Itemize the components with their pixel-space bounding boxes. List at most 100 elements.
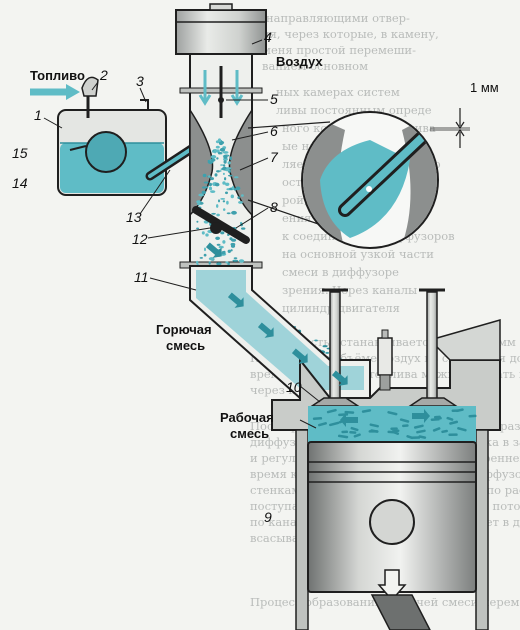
swirl-mark bbox=[326, 408, 337, 414]
droplet bbox=[222, 164, 226, 167]
droplet bbox=[208, 186, 213, 191]
label-3: 3 bbox=[136, 73, 144, 89]
droplet bbox=[201, 231, 205, 235]
droplet bbox=[229, 156, 232, 160]
label-4: 4 bbox=[264, 29, 272, 45]
droplet bbox=[222, 181, 226, 185]
droplet bbox=[203, 181, 209, 184]
background-text-line: меня простой перемеши- bbox=[262, 43, 416, 57]
droplet bbox=[226, 200, 229, 205]
droplet bbox=[216, 157, 219, 160]
droplet bbox=[220, 164, 224, 166]
swirl-mark bbox=[318, 422, 327, 427]
droplet bbox=[223, 154, 228, 159]
droplet bbox=[201, 190, 206, 194]
air-arrow-left bbox=[198, 70, 212, 106]
droplet bbox=[226, 212, 231, 215]
droplet bbox=[216, 213, 220, 217]
swirl-mark bbox=[399, 418, 410, 423]
swirl-mark bbox=[416, 429, 426, 434]
label-10: 10 bbox=[286, 379, 302, 395]
background-text-line: смеси в диффузоре bbox=[282, 265, 399, 279]
vent-tube bbox=[140, 99, 149, 110]
droplet bbox=[235, 186, 241, 191]
droplet bbox=[233, 257, 238, 260]
droplet bbox=[238, 201, 243, 204]
label-13: 13 bbox=[126, 209, 142, 225]
float bbox=[85, 131, 127, 173]
label-combustible-mix: Горючая смесь bbox=[156, 322, 215, 353]
air-arrow-right bbox=[230, 70, 244, 106]
droplet bbox=[217, 152, 223, 154]
droplet bbox=[196, 227, 200, 230]
droplet bbox=[241, 227, 246, 230]
flow-arrow bbox=[205, 242, 222, 258]
flow-arrow bbox=[257, 322, 274, 338]
background-text-line: зрения. Через каналы bbox=[282, 283, 417, 297]
label-fuel: Топливо bbox=[30, 68, 85, 83]
droplet bbox=[241, 194, 244, 197]
droplet bbox=[198, 193, 205, 197]
swirl-mark bbox=[432, 427, 441, 432]
flow-arrow bbox=[340, 413, 358, 427]
droplet bbox=[222, 200, 226, 203]
droplet bbox=[227, 249, 231, 253]
swirl-mark bbox=[344, 410, 355, 414]
droplet bbox=[210, 177, 214, 181]
zoom-inset bbox=[247, 108, 470, 249]
swirl-mark bbox=[418, 435, 427, 439]
background-text-line: ванием основном bbox=[262, 59, 368, 73]
droplet bbox=[208, 257, 215, 261]
droplet bbox=[196, 203, 201, 206]
droplet bbox=[219, 142, 223, 146]
droplet bbox=[196, 220, 199, 223]
droplet bbox=[225, 261, 229, 264]
flow-arrow bbox=[412, 409, 430, 423]
label-9: 9 bbox=[264, 509, 272, 525]
droplet bbox=[325, 351, 330, 354]
label-2: 2 bbox=[99, 67, 108, 83]
swirl-mark bbox=[387, 411, 398, 416]
droplet bbox=[208, 175, 211, 178]
float-chamber bbox=[30, 76, 210, 196]
droplet bbox=[220, 198, 226, 200]
exhaust-valve-stem bbox=[426, 291, 438, 401]
swirl-mark bbox=[329, 421, 340, 427]
droplet bbox=[204, 186, 209, 189]
droplet bbox=[216, 262, 222, 266]
connecting-rod bbox=[370, 594, 431, 630]
swirl-mark bbox=[391, 429, 400, 433]
droplet bbox=[225, 168, 230, 172]
droplet bbox=[203, 253, 207, 257]
droplet bbox=[215, 145, 220, 149]
droplet bbox=[219, 170, 222, 172]
background-text-line: ливы постоянным опреде bbox=[276, 103, 432, 117]
label-working-mix: Рабочая смесь bbox=[220, 410, 277, 441]
droplet bbox=[230, 242, 236, 246]
chamber-swirl bbox=[312, 408, 477, 440]
background-text-line: направляющими отвер- bbox=[266, 11, 410, 25]
droplet bbox=[221, 251, 226, 255]
swirl-mark bbox=[361, 409, 372, 413]
droplet bbox=[199, 257, 203, 259]
droplet bbox=[210, 190, 216, 194]
droplet bbox=[234, 176, 239, 179]
droplet bbox=[196, 260, 199, 264]
droplet bbox=[205, 233, 209, 237]
swirl-mark bbox=[441, 429, 448, 434]
droplet bbox=[204, 247, 206, 252]
droplet bbox=[214, 173, 218, 177]
swirl-mark bbox=[457, 427, 467, 432]
swirl-mark bbox=[353, 433, 361, 438]
swirl-mark bbox=[350, 426, 359, 432]
droplet bbox=[231, 186, 235, 190]
swirl-mark bbox=[446, 416, 454, 421]
label-12: 12 bbox=[132, 231, 148, 247]
droplet bbox=[216, 149, 220, 153]
droplet bbox=[222, 151, 229, 154]
mixture-flow-arrows bbox=[205, 242, 430, 427]
label-15: 15 bbox=[12, 145, 28, 161]
droplet bbox=[218, 199, 220, 203]
droplet bbox=[223, 160, 227, 164]
